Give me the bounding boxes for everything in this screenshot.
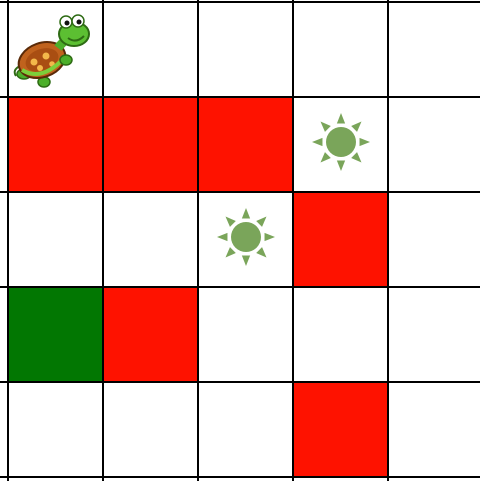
grid-cell-empty [198, 2, 294, 98]
grid-cell-red [293, 382, 389, 478]
grid-cell-empty [293, 2, 389, 98]
grid-cell-empty [198, 192, 294, 288]
grid-cell-empty [293, 97, 389, 193]
grid-cell-empty [8, 192, 104, 288]
grid-cell-empty [198, 287, 294, 383]
grid-cell-empty [388, 97, 480, 193]
grid-cell-empty [388, 2, 480, 98]
grid-cell-red [293, 192, 389, 288]
grid-cell-empty [198, 382, 294, 478]
grid-cell-empty [293, 287, 389, 383]
grid-cell-empty [388, 192, 480, 288]
grid-cell-red [103, 287, 199, 383]
sun-icon [293, 97, 389, 193]
sun-icon [198, 192, 294, 288]
grid-cell-empty [103, 2, 199, 98]
grid-cell-red [103, 97, 199, 193]
grid-cell-green [8, 287, 104, 383]
grid-cell-empty [8, 382, 104, 478]
grid-cell-empty [103, 382, 199, 478]
grid-cell-empty [103, 192, 199, 288]
grid-cell-red [8, 97, 104, 193]
turtle-icon [8, 2, 104, 98]
grid-cell-empty [8, 2, 104, 98]
grid-cell-empty [388, 382, 480, 478]
grid-cell-empty [388, 287, 480, 383]
grid-cell-red [198, 97, 294, 193]
